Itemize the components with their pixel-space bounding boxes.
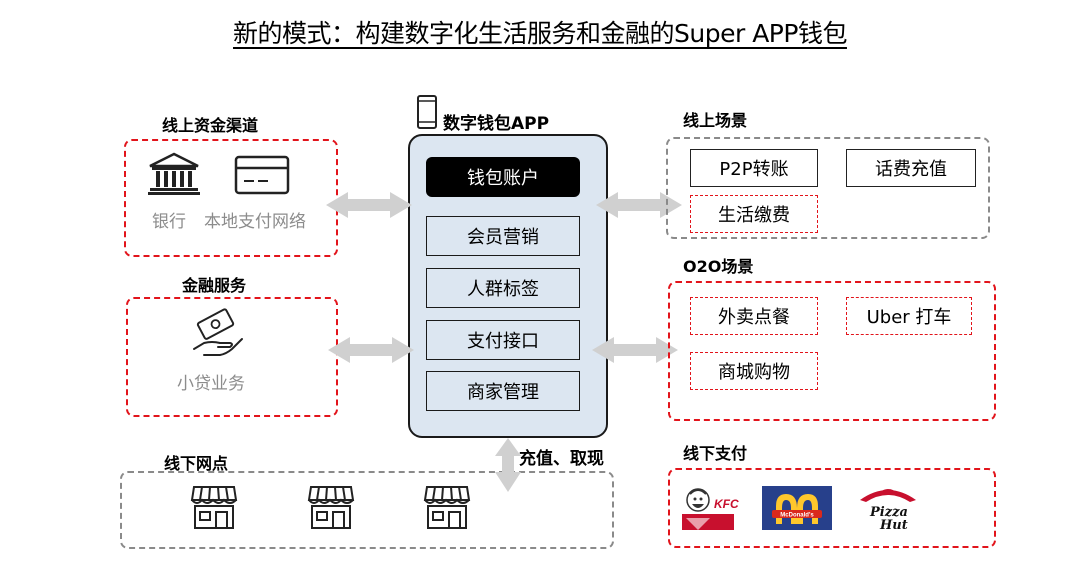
double-arrow-funding (326, 192, 412, 218)
member-marketing-box: 会员营销 (426, 216, 580, 256)
online-funding-label: 线上资金渠道 (162, 116, 259, 135)
credit-card-icon (234, 155, 290, 195)
offline-payment-box (668, 468, 996, 548)
online-funding-box (124, 139, 338, 257)
offline-outlets-label: 线下网点 (164, 454, 229, 473)
bank-icon (148, 152, 200, 195)
double-arrow-online-scenes (596, 192, 682, 218)
payment-interface-box: 支付接口 (426, 320, 580, 360)
offline-outlets-box (120, 471, 614, 549)
phone-topup-box: 话费充值 (846, 149, 976, 187)
smartphone-icon (417, 95, 437, 129)
cash-in-hand-icon (193, 308, 243, 356)
double-arrow-finance (328, 337, 414, 363)
online-scenes-box (666, 137, 990, 239)
p2p-transfer-box: P2P转账 (690, 149, 818, 187)
microloan-label: 小贷业务 (177, 374, 245, 394)
wallet-account-box: 钱包账户 (426, 157, 580, 197)
offline-payment-label: 线下支付 (683, 444, 748, 463)
topup-withdraw-label: 充值、取现 (519, 449, 604, 469)
bank-label: 银行 (152, 212, 186, 232)
o2o-scenes-label: O2O场景 (683, 257, 754, 276)
wallet-app-label: 数字钱包APP (443, 114, 550, 134)
double-arrow-o2o (592, 337, 678, 363)
svg-text:Hut: Hut (879, 518, 908, 533)
finance-box (126, 297, 338, 417)
o2o-scenes-box (668, 281, 996, 421)
ride-hailing-box: Uber 打车 (846, 297, 972, 335)
svg-text:McDonald's: McDonald's (780, 513, 814, 519)
svg-text:KFC: KFC (714, 497, 739, 511)
svg-text:Pizza: Pizza (869, 505, 908, 520)
page-title-text: 新的模式：构建数字化生活服务和金融的Super APP钱包 (233, 19, 847, 48)
store-icon (190, 486, 238, 529)
online-scenes-label: 线上场景 (683, 111, 748, 130)
mcdonalds-logo-icon: McDonald's (762, 486, 832, 530)
pizza-hut-logo-icon: Pizza Hut (860, 489, 916, 533)
merchant-management-box: 商家管理 (426, 371, 580, 411)
store-icon (307, 486, 355, 529)
user-tagging-box: 人群标签 (426, 268, 580, 308)
online-shopping-box: 商城购物 (690, 352, 818, 390)
food-delivery-box: 外卖点餐 (690, 297, 818, 335)
page-title: 新的模式：构建数字化生活服务和金融的Super APP钱包 (0, 14, 1080, 50)
store-icon (423, 486, 471, 529)
utility-payment-box: 生活缴费 (690, 195, 818, 233)
double-arrow-topup-withdraw (495, 438, 521, 492)
local-payment-network-label: 本地支付网络 (204, 212, 306, 232)
kfc-logo-icon: KFC (680, 484, 739, 532)
finance-label: 金融服务 (182, 276, 247, 295)
